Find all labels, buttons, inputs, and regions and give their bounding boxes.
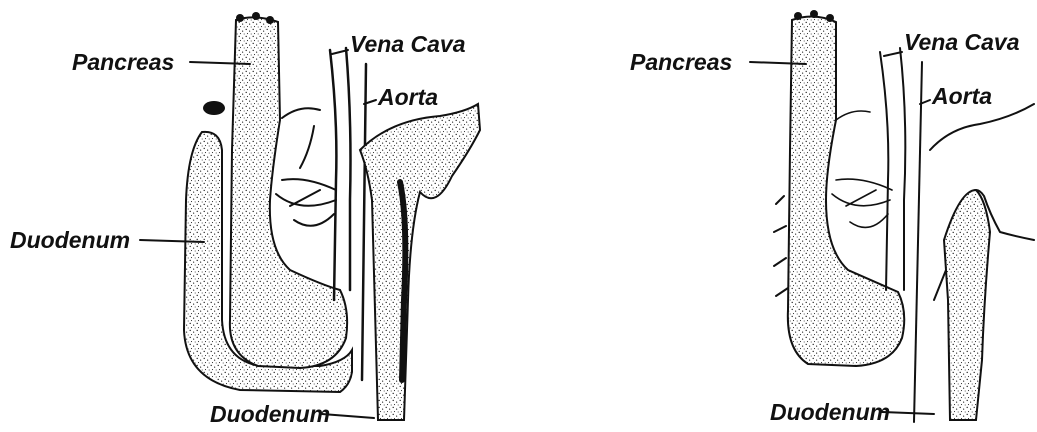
left-label-aorta: Aorta [377, 84, 438, 110]
left-node [203, 101, 225, 115]
right-label-vena-cava: Vena Cava [904, 29, 1020, 55]
right-duodenum-lower [944, 190, 990, 420]
left-posterior-duodenum [360, 104, 480, 420]
left-label-vena-cava: Vena Cava [350, 31, 466, 57]
right-sutures [774, 196, 788, 296]
left-vena-cava [330, 50, 336, 300]
left-aorta [362, 64, 366, 380]
left-vessels [276, 108, 336, 226]
right-label-aorta: Aorta [931, 83, 992, 109]
right-label-pancreas: Pancreas [630, 49, 732, 75]
right-clip [826, 14, 834, 22]
left-label-duodenum-bottom: Duodenum [210, 401, 330, 427]
right-label-duodenum-bottom: Duodenum [770, 399, 890, 425]
right-panel: Pancreas Vena Cava Aorta Duodenum [630, 10, 1034, 425]
right-aorta [914, 62, 922, 422]
right-clip [810, 10, 818, 18]
right-vena-cava-wall [900, 48, 905, 290]
left-panel: Pancreas Vena Cava Aorta Duodenum Duoden… [10, 12, 480, 427]
left-label-duodenum: Duodenum [10, 227, 130, 253]
left-pancreas-shape [230, 17, 347, 368]
left-clip [266, 16, 274, 24]
right-clip [794, 12, 802, 20]
right-leader-vena-cava [884, 52, 902, 56]
right-pancreas-shape [788, 16, 904, 366]
left-label-pancreas: Pancreas [72, 49, 174, 75]
right-vena-cava [880, 52, 888, 290]
right-vessels [832, 111, 892, 227]
left-clip [252, 12, 260, 20]
left-vena-cava-wall [346, 48, 351, 290]
left-clip [236, 14, 244, 22]
